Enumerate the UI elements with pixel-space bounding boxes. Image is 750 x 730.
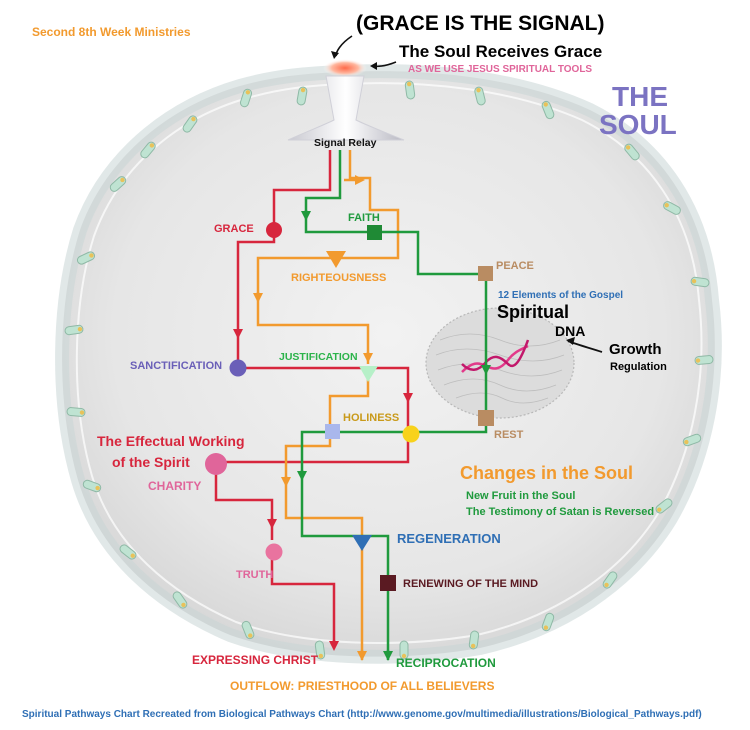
membrane-receptor: [64, 324, 84, 336]
holiness-label: HOLINESS: [343, 412, 399, 424]
membrane-receptor: [624, 143, 640, 161]
membrane-receptors: [64, 80, 714, 660]
membrane-receptor: [690, 276, 710, 288]
membrane-receptor: [541, 100, 555, 120]
renewing-label: RENEWING OF THE MIND: [403, 578, 538, 590]
membrane-receptor: [541, 612, 555, 632]
membrane-receptor: [296, 86, 308, 106]
the-soul-title-line1: THE: [612, 81, 668, 112]
changes-line1: New Fruit in the Soul: [466, 490, 575, 502]
effectual-working-node[interactable]: [205, 453, 227, 475]
signal-callout-arrowhead-left: [331, 51, 339, 59]
growth-arrowhead-icon: [566, 337, 575, 345]
orange-pathway: [253, 150, 400, 661]
regeneration-label: REGENERATION: [397, 531, 501, 546]
sanctification-label: SANCTIFICATION: [130, 360, 222, 372]
dna-nucleus: [425, 307, 575, 419]
membrane-receptor: [663, 201, 681, 215]
holiness-node[interactable]: [325, 424, 340, 439]
peace-node[interactable]: [478, 266, 493, 281]
membrane-receptor: [76, 251, 96, 265]
membrane-receptor: [404, 80, 416, 100]
justification-label: JUSTIFICATION: [279, 351, 358, 363]
membrane-receptor: [682, 433, 702, 447]
membrane-receptor: [182, 115, 198, 133]
grace-node[interactable]: [266, 222, 282, 238]
membrane-receptor: [474, 86, 486, 106]
ministry-title: Second 8th Week Ministries: [32, 25, 191, 39]
grace-signal-glow: [323, 59, 367, 77]
renewing-node[interactable]: [380, 575, 396, 591]
changes-line2: The Testimony of Satan is Reversed: [466, 506, 654, 518]
membrane-receptor: [82, 479, 102, 493]
changes-title: Changes in the Soul: [460, 463, 633, 483]
righteousness-label: RIGHTEOUSNESS: [291, 272, 386, 284]
peace-label: PEACE: [496, 260, 534, 272]
dna-helix-icon: [461, 339, 530, 373]
membrane-receptor: [694, 355, 714, 365]
justification-node[interactable]: [359, 366, 378, 382]
membrane-receptor: [66, 407, 86, 417]
signal-title: (GRACE IS THE SIGNAL): [356, 12, 605, 35]
membrane-receptor: [399, 640, 409, 660]
signal-callout-arrowhead-right: [370, 62, 377, 70]
membrane-receptor: [109, 176, 127, 192]
regulation-label: Regulation: [610, 361, 667, 373]
rest-label: REST: [494, 429, 524, 441]
membrane-receptor: [172, 591, 188, 609]
dna-label: DNA: [555, 323, 585, 339]
holiness-yellow-node[interactable]: [402, 425, 420, 443]
soul-receives-grace: The Soul Receives Grace: [399, 42, 602, 61]
sanctification-node[interactable]: [229, 359, 247, 377]
truth-label: TRUTH: [236, 569, 273, 581]
membrane-receptor: [239, 88, 253, 108]
signal-funnel: [287, 75, 405, 141]
charity-label: CHARITY: [148, 479, 201, 493]
rest-node[interactable]: [478, 410, 494, 426]
effectual-working-label-line2: of the Spirit: [112, 454, 190, 470]
spiritual-tools-text: AS WE USE JESUS SPIRITUAL TOOLS: [408, 64, 592, 75]
membrane-receptor: [119, 544, 137, 560]
regeneration-node[interactable]: [352, 535, 372, 551]
signal-relay-label: Signal Relay: [314, 137, 377, 149]
gospel-elements-label: 12 Elements of the Gospel: [498, 290, 623, 301]
membrane-receptor: [602, 571, 618, 589]
membrane-receptor: [241, 620, 255, 640]
expressing-christ-label: EXPRESSING CHRIST: [192, 653, 319, 667]
membrane-receptor: [314, 640, 326, 660]
dna-nucleus-texture: [435, 333, 565, 404]
faith-label: FAITH: [348, 212, 380, 224]
righteousness-node[interactable]: [326, 251, 346, 268]
membrane-receptor: [140, 141, 156, 159]
footer-credit: Spiritual Pathways Chart Recreated from …: [22, 709, 702, 720]
grace-label: GRACE: [214, 223, 254, 235]
membrane-receptor: [655, 498, 673, 514]
growth-label: Growth: [609, 341, 662, 358]
truth-node[interactable]: [265, 543, 283, 561]
faith-node[interactable]: [367, 225, 382, 240]
the-soul-title-line2: SOUL: [599, 109, 677, 140]
outflow-label: OUTFLOW: PRIESTHOOD OF ALL BELIEVERS: [230, 679, 494, 693]
effectual-working-label-line1: The Effectual Working: [97, 433, 245, 449]
reciprocation-label: RECIPROCATION: [396, 656, 496, 670]
spiritual-label: Spiritual: [497, 302, 569, 322]
membrane-receptor: [468, 630, 480, 650]
